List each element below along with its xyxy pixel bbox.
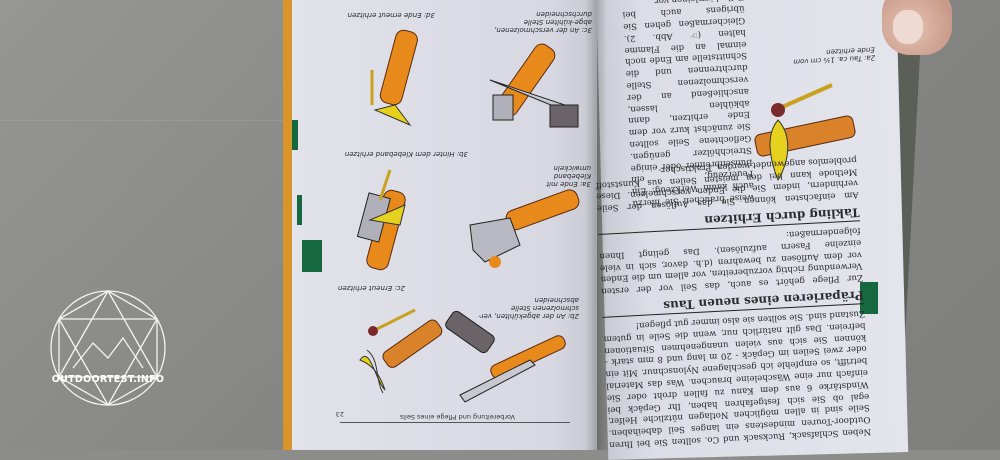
illustration-3d-reheat [370,29,418,127]
chapter-tab [860,282,878,314]
caption-2b: 2b: An der abgekühlten, ver-schmolzenen … [478,296,579,320]
caption-3a: 3a: Ende mit Klebeband umwickeln [546,164,591,188]
illustration-3a-tape [469,189,580,268]
intro-paragraph: Neben Schlafsack, Rucksack und Co. sollt… [603,308,872,450]
caption-3d: 3d: Ende erneut erhitzen [347,11,435,19]
caption-2c: 2c: Erneut erhitzen [337,284,405,292]
left-page [292,0,597,450]
paragraph-praeparieren: Zur Pflege gehört es auch, das Seil vor … [599,225,864,297]
tile-joint [0,120,290,121]
illustration-3b-heat-behind-tape [356,169,406,271]
spine-shadow [585,0,607,450]
illustration-3c-cut [489,43,579,128]
header-rule [340,422,570,423]
watermark-text: OUTDOORTEST.INFO [51,374,165,385]
running-head: Vorbereitung und Pflege eines Seils [399,413,515,421]
illustration-2c-reheat [359,308,443,394]
thumbnail [893,10,923,44]
chapter-tab [302,240,322,272]
page-number: 23 [335,410,344,418]
caption-3c: 3c: An der verschmolzenen, abge-kühlten … [494,10,592,34]
caption-3b: 3b: Hinter dem Klebeband erhitzen [344,150,468,158]
illustration-2b-knife-cut [445,310,566,403]
watermark-logo-icon [50,289,166,407]
chapter-tab [292,120,298,150]
main-text-block: Neben Schlafsack, Rucksack und Co. sollt… [595,154,872,450]
chapter-tab [297,195,302,225]
illustration-2a-heat-rope [754,83,856,182]
